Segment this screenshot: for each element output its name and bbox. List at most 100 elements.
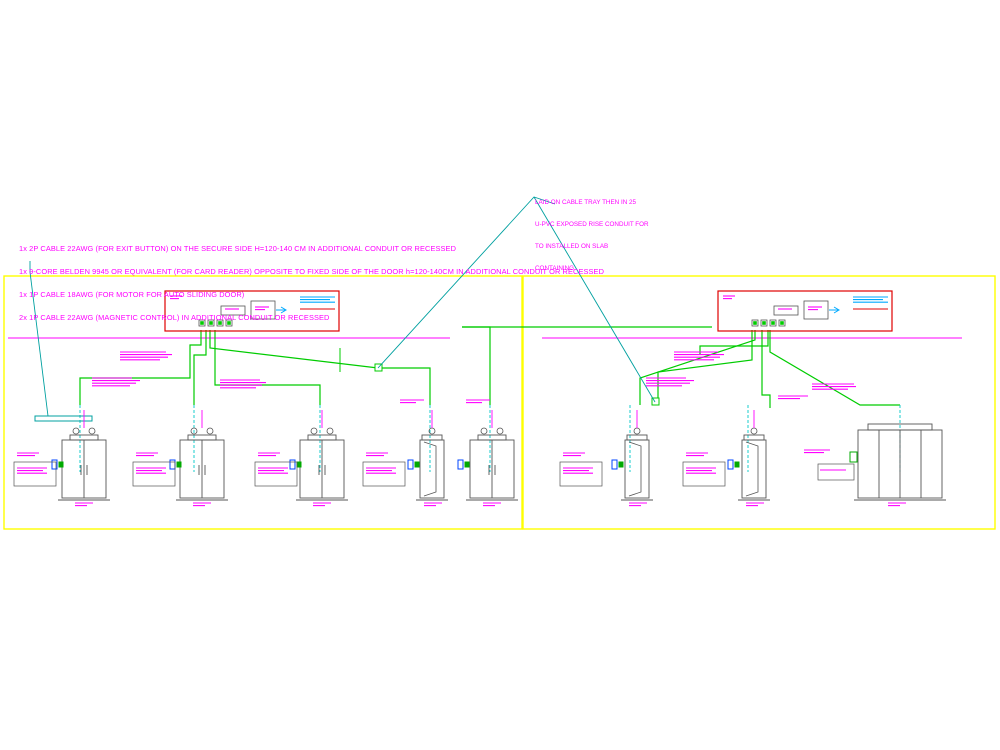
cable-note-exit-button: 1x 2P CABLE 22AWG (FOR EXIT BUTTON) ON T…: [19, 243, 457, 253]
door-leaf: [745, 441, 759, 497]
door-d7: [738, 410, 770, 501]
door-closer: [626, 434, 648, 441]
door-d4: [416, 410, 448, 501]
door-leaf: [628, 441, 642, 497]
controller-box-left: [164, 290, 340, 332]
card-reader-d5: [457, 459, 464, 470]
controller-port-led-left: [218, 321, 222, 325]
cable-note-motor: 1x 1P CABLE 18AWG (FOR MOTOR FOR AUTO SL…: [19, 289, 245, 299]
cable-tray: [34, 415, 93, 422]
card-reader-d1: [51, 459, 58, 470]
exit-button-d3: [296, 461, 302, 468]
door-closer: [69, 434, 99, 441]
cable-note-card-reader: 1x 9-CORE BELDEN 9945 OR EQUIVALENT (FOR…: [19, 266, 605, 276]
maglock-left: [310, 427, 318, 435]
maglock: [633, 427, 641, 435]
door-d8-sliding: [854, 423, 946, 501]
device-labels: [13, 351, 906, 507]
cable-door-6: [657, 330, 753, 400]
maglock-right: [88, 427, 96, 435]
controller-port-led-left: [227, 321, 231, 325]
controller-port-led-left: [200, 321, 204, 325]
cable-note-magnetic-control: 2x 1P CABLE 22AWG (MAGNETIC CONTROL) IN …: [19, 312, 330, 322]
door-motor-header: [867, 423, 933, 431]
controller-port-led-right: [771, 321, 775, 325]
card-reader-d4: [407, 459, 414, 470]
device-box-d7: [682, 461, 726, 487]
cable-door-7: [761, 330, 771, 408]
device-box-d3: [254, 461, 298, 487]
door-closer: [421, 434, 443, 441]
leader-tray-right: [533, 196, 656, 403]
device-box-d2: [132, 461, 176, 487]
tray-note-line-4: CONTAINING: [535, 265, 575, 273]
cable-door-6b: [639, 330, 756, 405]
cable-door-1: [79, 330, 202, 405]
device-box-d6: [559, 461, 603, 487]
controllers: [164, 290, 893, 332]
panel-frame-left: [3, 275, 523, 530]
junction-box-right: [651, 397, 660, 406]
device-box-d8: [817, 463, 855, 481]
controller-module-left: [220, 305, 246, 316]
door-d6: [621, 410, 653, 501]
motor-control-d8: [849, 451, 858, 463]
exit-button-d1: [58, 461, 64, 468]
device-box-d4: [362, 461, 406, 487]
exit-button-d5: [464, 461, 470, 468]
maglock-left: [190, 427, 198, 435]
door-closer: [307, 434, 337, 441]
controller-box-right: [717, 290, 893, 332]
feed-arrow-left: [280, 306, 287, 314]
controller-port-led-right: [753, 321, 757, 325]
maglock: [750, 427, 758, 435]
controller-port-led-right: [762, 321, 766, 325]
doors: [58, 410, 946, 501]
exit-button-d2: [176, 461, 182, 468]
panel-frames: [3, 275, 996, 530]
card-reader-d7: [727, 459, 734, 470]
feed-arrow-right: [833, 306, 840, 314]
cable-tray-note: LAID ON CABLE TRAY THEN IN 25 U-PVC EXPO…: [535, 184, 649, 280]
exit-button-d7: [734, 461, 740, 468]
leader-cable-notes: [29, 261, 49, 417]
door-frame: [741, 439, 767, 499]
cable-door-2: [193, 330, 207, 405]
tray-note-line-2: U-PVC EXPOSED RISE CONDUIT FOR: [535, 221, 649, 229]
door-d2: [176, 410, 228, 501]
door-leaf: [423, 441, 437, 497]
door-closer: [743, 434, 765, 441]
cable-spur-right: [699, 330, 769, 355]
cable-specification-notes: 1x 2P CABLE 22AWG (FOR EXIT BUTTON) ON T…: [19, 230, 604, 329]
cable-door-8: [769, 330, 900, 406]
door-d3: [296, 410, 348, 501]
door-closer: [477, 434, 507, 441]
tray-note-line-1: LAID ON CABLE TRAY THEN IN 25: [535, 198, 637, 206]
maglock-right: [496, 427, 504, 435]
maglock-left: [480, 427, 488, 435]
cable-door-3: [214, 330, 321, 405]
door-d5: [466, 410, 518, 501]
leader-lines: [29, 196, 656, 417]
door-frame: [419, 439, 445, 499]
controller-port-led-left: [209, 321, 213, 325]
power-supply-right: [803, 300, 829, 320]
power-supply-left: [250, 300, 276, 320]
cable-door-5: [462, 326, 491, 405]
controller-port-led-right: [780, 321, 784, 325]
tray-note-line-3: TO INSTALLED ON SLAB: [535, 243, 609, 251]
maglock-left: [72, 427, 80, 435]
maglock-right: [326, 427, 334, 435]
controller-module-right: [773, 305, 799, 316]
device-box-d1: [13, 461, 57, 487]
door-frame: [624, 439, 650, 499]
maglock-right: [206, 427, 214, 435]
card-reader-d2: [169, 459, 176, 470]
door-closer: [187, 434, 217, 441]
exit-button-d4: [414, 461, 420, 468]
card-reader-d3: [289, 459, 296, 470]
panel-frame-right: [522, 275, 996, 530]
exit-button-d6: [618, 461, 624, 468]
card-reader-d6: [611, 459, 618, 470]
